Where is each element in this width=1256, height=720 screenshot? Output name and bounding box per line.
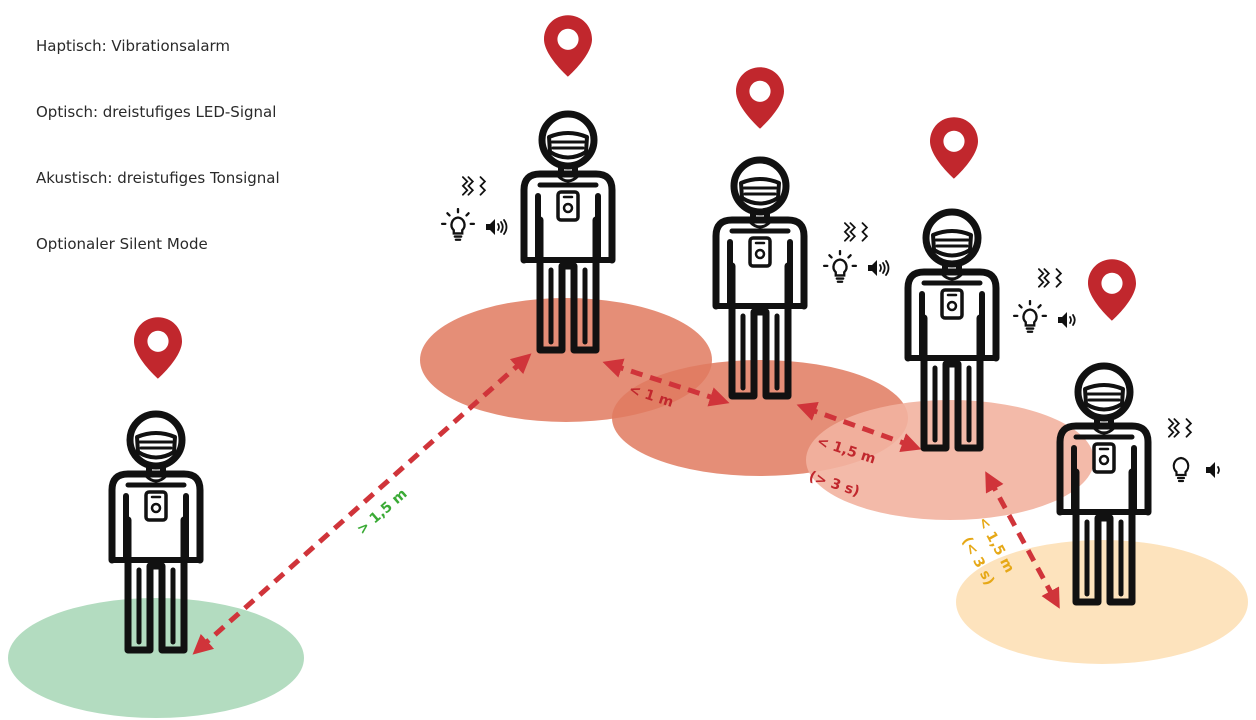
light-bulb-icon (1172, 456, 1190, 483)
vibration-icon (461, 176, 486, 196)
light-bulb-icon (1012, 300, 1048, 333)
location-pin-icon (544, 15, 592, 77)
location-pin-icon (930, 117, 978, 179)
light-bulb-icon (822, 250, 858, 283)
speaker-icon (485, 218, 508, 236)
zone-light-red (806, 400, 1094, 520)
distance-arrow-green (192, 353, 532, 655)
legend-optical: Optisch: dreistufiges LED-Signal (36, 103, 277, 121)
legend-acoustic: Akustisch: dreistufiges Tonsignal (36, 169, 280, 187)
distance-label-green: > 1,5 m (354, 486, 410, 538)
legend-silent-mode: Optionaler Silent Mode (36, 235, 208, 253)
vibration-icon (1037, 268, 1062, 288)
speaker-icon (1057, 311, 1076, 329)
location-pin-icon (736, 67, 784, 129)
location-pin-icon (134, 317, 182, 379)
speaker-icon (867, 259, 890, 277)
legend-haptic: Haptisch: Vibrationsalarm (36, 37, 231, 55)
location-pin-icon (1088, 259, 1136, 321)
speaker-icon (1205, 461, 1220, 479)
light-bulb-icon (440, 208, 476, 241)
distance-arrow-yellow (985, 471, 1060, 609)
zone-green (8, 598, 304, 718)
legend: Haptisch: Vibrationsalarm Optisch: dreis… (36, 36, 280, 300)
vibration-icon (1167, 418, 1192, 438)
vibration-icon (843, 222, 868, 242)
